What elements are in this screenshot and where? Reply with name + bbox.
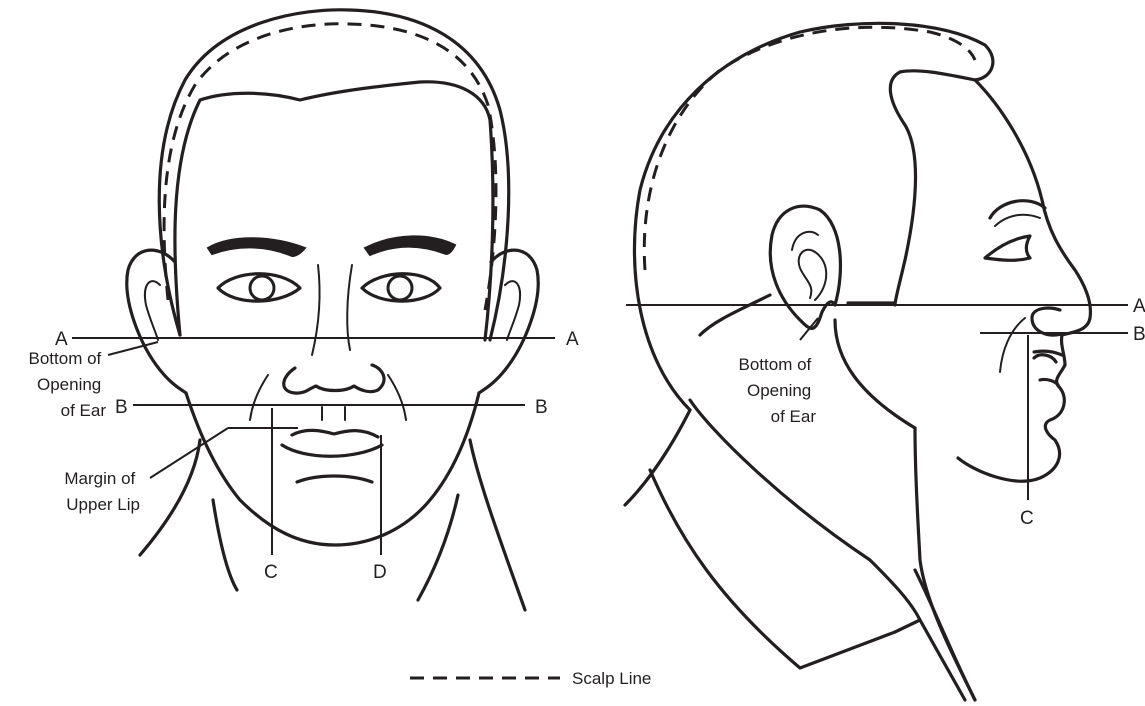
front-right-iris	[388, 276, 412, 300]
profile-collar-front	[915, 570, 975, 700]
front-jaw	[186, 393, 479, 545]
front-neck-right	[470, 440, 525, 610]
front-label-c: C	[264, 562, 278, 583]
profile-nostril	[1032, 308, 1062, 335]
front-neck-left	[140, 440, 200, 555]
front-philtrum	[322, 407, 345, 420]
profile-brow-2	[995, 215, 1040, 226]
profile-label-b: B	[1133, 324, 1145, 345]
front-left-iris	[250, 276, 274, 300]
front-reference-lines	[72, 338, 555, 555]
profile-hairline	[890, 72, 915, 305]
profile-view-head	[625, 23, 1090, 700]
profile-cheek	[700, 295, 770, 335]
front-hairline	[175, 82, 493, 340]
profile-eye	[985, 236, 1030, 260]
front-neck-left-inner	[213, 500, 237, 590]
front-ear-label: Bottom of Opening of Ear	[29, 349, 107, 420]
front-right-eye	[362, 274, 440, 301]
front-hair-outline	[159, 10, 508, 340]
front-neck-right-inner	[418, 495, 458, 600]
profile-skull-outline	[634, 23, 992, 410]
front-left-ear-inner	[145, 281, 160, 340]
profile-shoulder-back	[650, 470, 895, 668]
profile-collar-line	[895, 620, 920, 632]
front-right-eyebrow	[365, 236, 455, 255]
front-right-nasolabial	[388, 375, 406, 420]
front-label-d: D	[373, 562, 387, 583]
profile-collar-back	[690, 400, 965, 700]
profile-scalp-line	[644, 27, 975, 270]
profile-neck-front	[915, 428, 975, 700]
front-lip-leader	[150, 428, 228, 478]
front-lower-lip	[282, 445, 382, 456]
profile-ear-label: Bottom of Opening of Ear	[739, 355, 817, 426]
front-right-ear-inner	[505, 281, 520, 340]
profile-nasolabial	[1000, 318, 1025, 372]
front-label-a-left: A	[55, 329, 68, 350]
front-chin-crease	[297, 476, 372, 482]
profile-face	[958, 80, 1090, 481]
front-view-head	[127, 10, 538, 610]
profile-ear-inner	[799, 250, 827, 300]
front-left-eyebrow	[208, 238, 305, 256]
front-scalp-line	[164, 24, 496, 310]
front-labels: A A B B C D Bottom of Opening of Ear Mar…	[29, 329, 580, 583]
front-label-a-right: A	[566, 329, 579, 350]
front-nose	[284, 365, 384, 393]
profile-labels: A B C Bottom of Opening of Ear	[739, 296, 1145, 529]
profile-jaw	[835, 320, 915, 428]
profile-label-c: C	[1020, 508, 1034, 529]
front-label-b-left: B	[115, 397, 128, 418]
front-left-nasolabial	[250, 375, 268, 420]
legend-scalp-line-label: Scalp Line	[572, 669, 651, 688]
profile-ear-inner-2	[792, 232, 818, 250]
front-upper-lip	[292, 430, 378, 437]
profile-ear	[770, 206, 840, 328]
front-label-b-right: B	[535, 397, 548, 418]
profile-label-a: A	[1133, 296, 1145, 317]
profile-neck-back	[625, 410, 690, 505]
front-lip-label: Margin of Upper Lip	[64, 469, 140, 514]
front-nose-bridge-left	[312, 265, 320, 355]
legend: Scalp Line	[410, 669, 651, 688]
front-ear-leader	[108, 342, 158, 355]
